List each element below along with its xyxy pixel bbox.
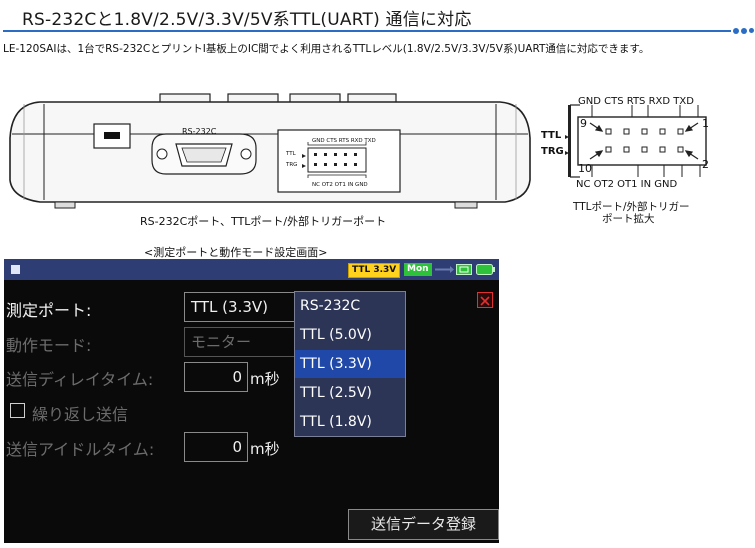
- send-delay-input[interactable]: 0: [184, 362, 248, 392]
- dropdown-option-ttl-1v8[interactable]: TTL (1.8V): [300, 414, 372, 430]
- send-delay-label: 送信ディレイタイム:: [6, 370, 154, 389]
- ttl-port-top-labels: GND CTS RTS RXD TXD: [312, 138, 376, 144]
- device-caption: RS-232Cポート、TTLポート/外部トリガーポート: [140, 215, 387, 228]
- dropdown-option-ttl-5v[interactable]: TTL (5.0V): [300, 327, 372, 343]
- mode-badge: Mon: [404, 263, 432, 276]
- storage-icon: [456, 264, 472, 275]
- ttl-port-bottom-labels: NC OT2 OT1 IN GND: [312, 182, 368, 188]
- rs232c-port-label: RS-232C: [182, 127, 217, 136]
- port-zoom-illustration: [565, 104, 707, 178]
- zoom-caption-line2: ポート拡大: [602, 213, 655, 225]
- zoom-pin-2: 2: [702, 158, 709, 171]
- page-title: RS-232Cと1.8V/2.5V/3.3V/5V系TTL(UART) 通信に対…: [22, 10, 472, 30]
- mode-label: 動作モード:: [6, 336, 92, 355]
- title-underline: [3, 30, 731, 32]
- zoom-top-labels: GND CTS RTS RXD TXD: [578, 96, 694, 107]
- decor-dot: [733, 28, 739, 34]
- close-button[interactable]: [477, 292, 493, 308]
- ttl-mark: TTL: [286, 151, 296, 157]
- register-send-data-button[interactable]: 送信データ登録: [348, 509, 499, 540]
- repeat-send-checkbox[interactable]: [10, 403, 25, 418]
- zoom-trg-mark: TRG: [541, 146, 564, 157]
- zoom-bottom-labels: NC OT2 OT1 IN GND: [576, 179, 678, 190]
- screen-caption: <測定ポートと動作モード設定画面>: [144, 246, 328, 259]
- mode-select[interactable]: モニター: [184, 327, 295, 357]
- zoom-pin-9: 9: [580, 117, 587, 130]
- zoom-pin-10: 10: [578, 162, 592, 175]
- port-label: 測定ポート:: [6, 301, 92, 320]
- zoom-ttl-mark: TTL: [541, 130, 562, 141]
- port-select[interactable]: TTL (3.3V): [184, 292, 295, 322]
- dropdown-option-rs232c[interactable]: RS-232C: [300, 298, 361, 314]
- usb-icon: [435, 266, 454, 273]
- device-illustration: [9, 93, 531, 209]
- status-bar: TTL 3.3V Mon: [4, 259, 499, 280]
- send-idle-input[interactable]: 0: [184, 432, 248, 462]
- send-idle-unit: m秒: [250, 440, 280, 458]
- decor-dot: [749, 28, 754, 33]
- trg-mark: TRG: [286, 162, 298, 168]
- dropdown-option-ttl-2v5[interactable]: TTL (2.5V): [300, 385, 372, 401]
- decor-dot: [741, 28, 747, 34]
- dropdown-option-ttl-3v3[interactable]: TTL (3.3V): [295, 350, 405, 378]
- close-icon: [480, 296, 490, 306]
- device-screen: TTL 3.3V Mon 測定ポート: TTL (3.3V) 動作モード: モニ…: [4, 259, 499, 543]
- intro-text: LE-120SAIは、1台でRS-232CとプリントI基板上のIC間でよく利用さ…: [3, 43, 650, 55]
- zoom-pin-1: 1: [702, 117, 709, 130]
- ttl-voltage-badge: TTL 3.3V: [348, 263, 401, 278]
- send-idle-label: 送信アイドルタイム:: [6, 440, 155, 459]
- port-dropdown-list: RS-232C TTL (5.0V) TTL (3.3V) TTL (2.5V)…: [294, 291, 406, 437]
- menu-icon[interactable]: [11, 265, 20, 274]
- zoom-caption-line1: TTLポート/外部トリガー: [573, 201, 690, 213]
- repeat-send-label: 繰り返し送信: [32, 405, 129, 424]
- battery-icon: [476, 264, 495, 275]
- send-delay-unit: m秒: [250, 370, 280, 388]
